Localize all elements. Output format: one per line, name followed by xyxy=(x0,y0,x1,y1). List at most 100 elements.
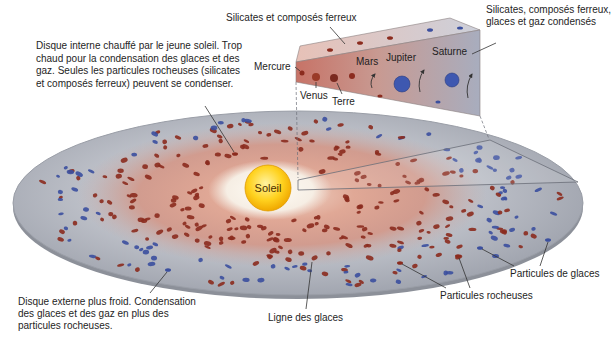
ice-particle xyxy=(502,188,508,193)
slab-front-face xyxy=(296,30,480,116)
ice-particle xyxy=(345,283,352,287)
outer-disk xyxy=(13,111,583,295)
sun-label: Soleil xyxy=(255,182,282,195)
rock-particle xyxy=(397,240,405,245)
rock-particle xyxy=(313,119,319,125)
rock-particle xyxy=(102,175,107,179)
rock-particle xyxy=(246,224,252,229)
ice-particle xyxy=(95,211,101,216)
rock-particle xyxy=(199,186,204,190)
rock-particle xyxy=(495,192,502,198)
ice-particle xyxy=(490,235,499,242)
ice-particle xyxy=(398,135,406,140)
rock-particle xyxy=(393,199,400,203)
rock-particle xyxy=(309,139,315,143)
ice-particle xyxy=(395,279,401,285)
ice-particle xyxy=(152,139,159,144)
rock-particle xyxy=(224,153,232,158)
rock-particle xyxy=(345,140,350,144)
flow-arrow xyxy=(467,74,472,98)
ice-particle xyxy=(244,118,252,123)
rock-particle xyxy=(198,203,205,209)
rock-particle xyxy=(217,281,226,288)
ice-particle xyxy=(67,238,72,242)
rock-particle xyxy=(498,210,503,214)
rock-particle xyxy=(461,209,467,213)
rock-particle xyxy=(99,217,104,222)
rock-particle xyxy=(243,139,250,144)
rock-particle xyxy=(225,218,232,224)
rock-particle xyxy=(556,191,563,197)
rock-particle xyxy=(291,218,297,223)
rock-particle xyxy=(218,138,224,144)
rock-particle xyxy=(356,204,364,211)
rock-particle xyxy=(195,225,204,232)
rock-particle xyxy=(205,160,211,166)
ice-particle xyxy=(486,217,493,224)
rock-particle xyxy=(435,252,442,258)
rock-particle xyxy=(99,199,104,203)
ice-particle xyxy=(427,28,433,32)
rock-particle xyxy=(360,235,365,239)
rock-particle xyxy=(126,194,132,199)
ice-particle xyxy=(193,135,199,141)
ice-particle xyxy=(534,187,542,193)
rock-particle xyxy=(72,220,78,226)
planet-label: Saturne xyxy=(432,46,467,58)
ice-particle xyxy=(257,278,265,283)
rock-particle xyxy=(227,123,234,129)
rock-particle xyxy=(374,205,380,210)
rock-particle xyxy=(313,216,318,221)
rock-particle xyxy=(158,164,165,169)
inner-disk xyxy=(77,123,487,267)
planet-mars xyxy=(349,73,355,79)
rock-particle xyxy=(306,222,315,229)
rock-particle xyxy=(174,135,181,141)
ice-particle xyxy=(545,238,551,242)
ice-particle xyxy=(503,243,511,248)
rock-particle xyxy=(234,227,239,230)
rock-particle xyxy=(284,238,292,242)
rock-particle xyxy=(193,171,201,177)
ice-particle xyxy=(134,245,139,250)
rock-particle xyxy=(257,224,264,228)
ice-particle xyxy=(488,230,493,235)
annotation-text: Disque externe plus froid. Condensation … xyxy=(18,296,198,332)
rock-particle xyxy=(260,157,268,160)
rock-particle xyxy=(258,131,263,135)
ice-particle xyxy=(322,116,328,122)
rock-particle xyxy=(218,240,224,245)
rock-particle xyxy=(327,48,333,52)
rock-particle xyxy=(180,208,185,212)
rock-particle xyxy=(365,254,374,261)
rock-particle xyxy=(186,214,194,219)
rock-particle xyxy=(433,224,441,230)
planet-venus xyxy=(312,73,320,81)
particle-label: Particules rocheuses xyxy=(440,290,533,302)
ice-particle xyxy=(56,174,61,178)
rock-particle xyxy=(230,280,235,285)
rock-particle xyxy=(106,199,113,205)
rock-particle xyxy=(345,242,354,249)
sun-disc xyxy=(245,165,291,211)
leader-line xyxy=(472,43,496,54)
ice-particle xyxy=(354,272,361,278)
rock-particle xyxy=(183,232,190,238)
rock-particle xyxy=(377,94,382,97)
rock-particle xyxy=(456,244,463,250)
rock-particle xyxy=(39,179,47,185)
rock-particle xyxy=(345,279,352,284)
planet-terre xyxy=(330,74,338,82)
rock-particle xyxy=(285,256,293,262)
rock-particle xyxy=(333,226,341,231)
rock-particle xyxy=(182,221,187,226)
rock-particle xyxy=(411,263,418,269)
ice-particle xyxy=(457,26,463,29)
rock-particle xyxy=(267,254,273,259)
rock-particle xyxy=(216,134,223,140)
ice-particle xyxy=(270,264,276,269)
rock-particle xyxy=(117,263,125,267)
rock-particle xyxy=(241,240,247,244)
projection-line xyxy=(480,116,489,139)
